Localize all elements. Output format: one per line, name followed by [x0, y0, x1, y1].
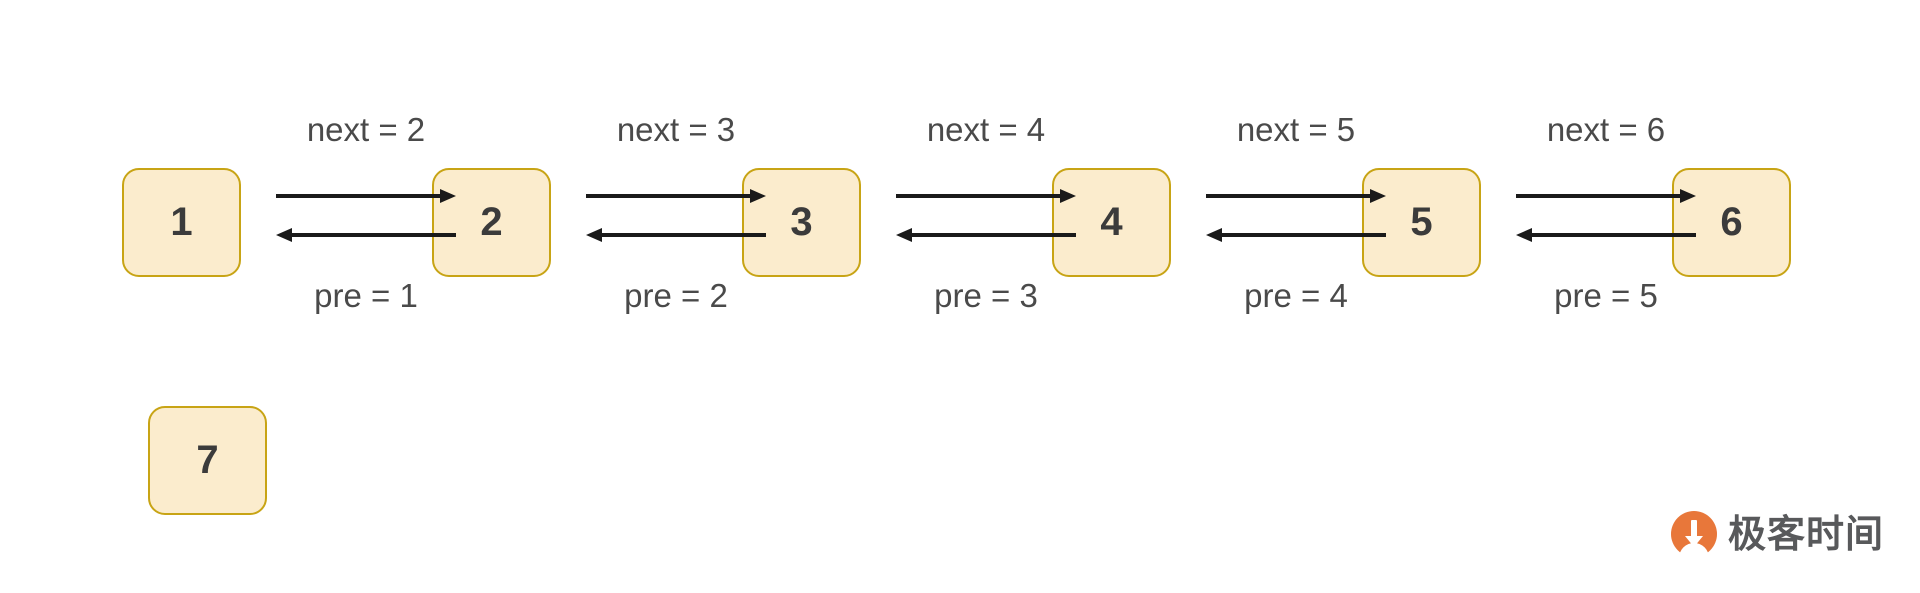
- edge-label-next-5-6: next = 6: [1546, 111, 1666, 148]
- arrow-pair-icon: [586, 189, 766, 242]
- arrow-pair-icon: [1516, 189, 1696, 242]
- list-node-2: 2: [432, 168, 551, 277]
- edge-label-next-1-2: next = 2: [306, 111, 426, 148]
- arrow-pair-icon: [896, 189, 1076, 242]
- list-node-7: 7: [148, 406, 267, 515]
- geektime-logo-icon: [1670, 511, 1717, 558]
- edge-label-pre-1-2: pre = 1: [314, 277, 418, 314]
- list-node-6: 6: [1672, 168, 1791, 277]
- edge-label-next-2-3: next = 3: [616, 111, 736, 148]
- geektime-wordmark: 极客时间: [1727, 512, 1884, 556]
- list-node-4: 4: [1052, 168, 1171, 277]
- list-node-3: 3: [742, 168, 861, 277]
- list-node-1: 1: [122, 168, 241, 277]
- edge-label-pre-5-6: pre = 5: [1554, 277, 1658, 314]
- edge-label-next-3-4: next = 4: [926, 111, 1046, 148]
- link-5-6: [1516, 168, 1696, 277]
- list-node-5: 5: [1362, 168, 1481, 277]
- edge-label-pre-2-3: pre = 2: [624, 277, 728, 314]
- link-1-2: [276, 168, 456, 277]
- arrow-pair-icon: [276, 189, 456, 242]
- arrow-pair-icon: [1206, 189, 1386, 242]
- link-3-4: [896, 168, 1076, 277]
- link-4-5: [1206, 168, 1386, 277]
- link-2-3: [586, 168, 766, 277]
- geektime-logo: 极客时间: [1670, 511, 1884, 558]
- edge-label-next-4-5: next = 5: [1236, 111, 1356, 148]
- edge-label-pre-3-4: pre = 3: [934, 277, 1038, 314]
- edge-label-pre-4-5: pre = 4: [1244, 277, 1348, 314]
